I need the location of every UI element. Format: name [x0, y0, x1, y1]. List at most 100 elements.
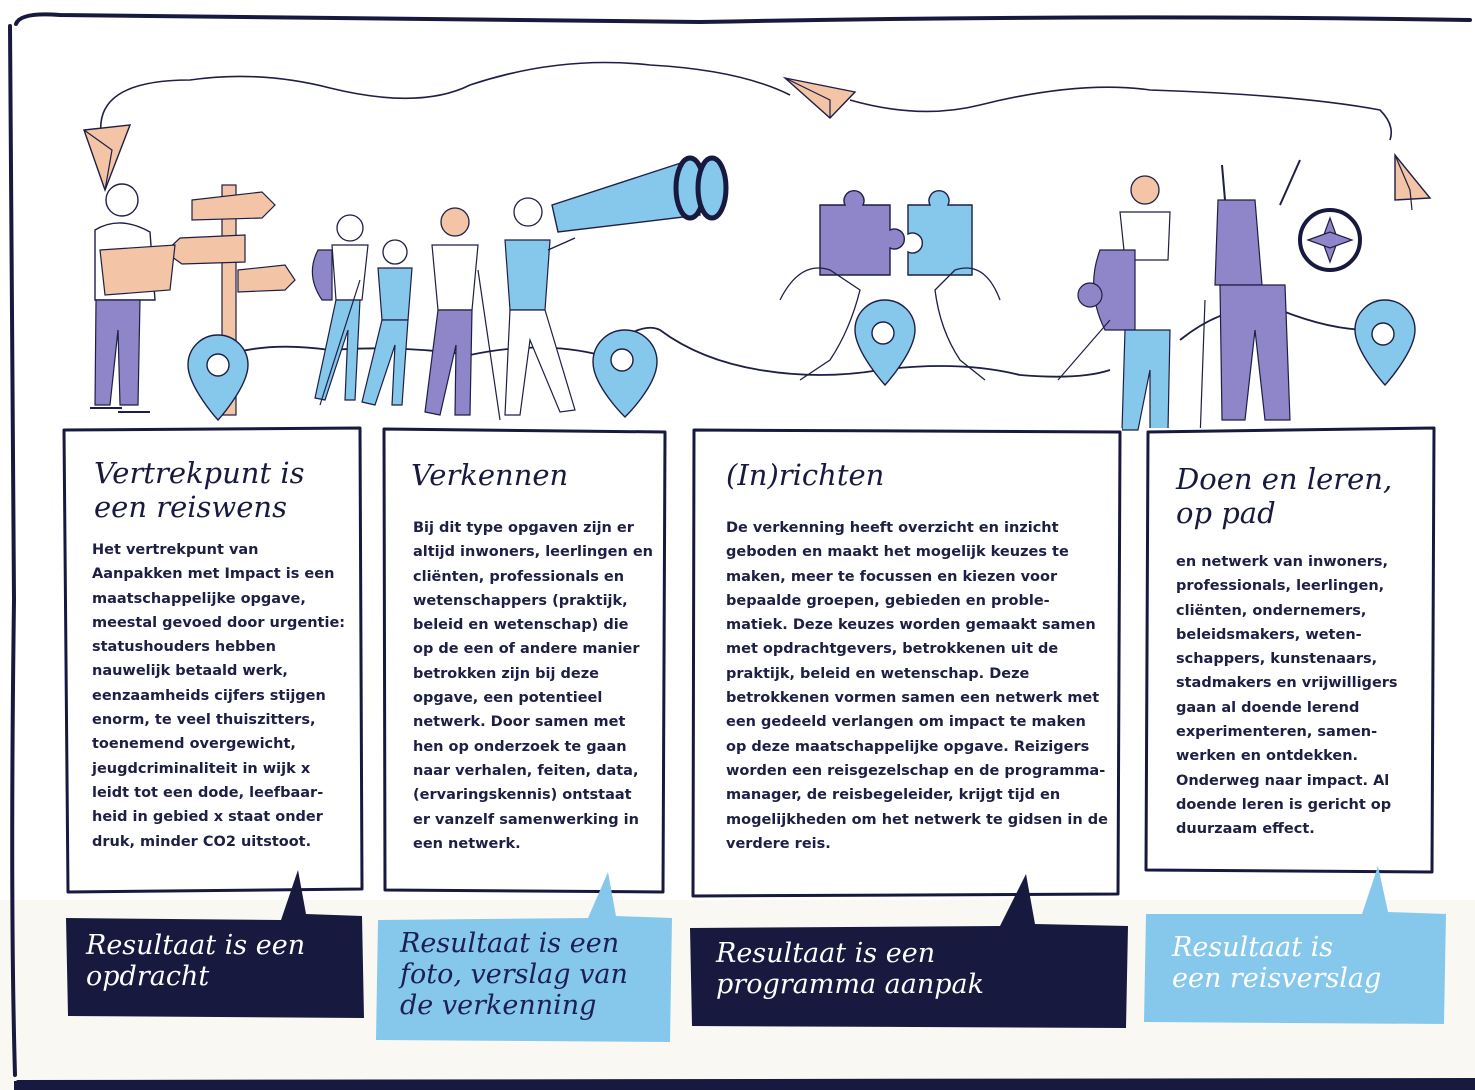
binoculars-icon: [551, 155, 729, 233]
card-body-line: heid in gebied x staat onder: [92, 809, 323, 826]
card-title-line: Vertrekpunt is: [94, 456, 305, 490]
card-title-line: Doen en leren,: [1176, 462, 1393, 496]
hiker-figure: [1077, 175, 1171, 431]
hiker-figure: [311, 214, 369, 406]
card-body: Het vertrekpunt van Aanpakken met Impact…: [92, 538, 345, 854]
step-card-vertrekpunt: Vertrekpunt is een reiswens Het vertrekp…: [62, 426, 364, 894]
card-border: [1144, 426, 1436, 874]
card-body-line: (ervaringskennis) ontstaat: [413, 787, 632, 804]
card-body-line: experimenteren, samen-: [1176, 724, 1378, 741]
result-bubble: Resultaat is een opdracht: [66, 868, 366, 1022]
card-body-line: netwerk. Door samen met: [413, 714, 626, 731]
paper-plane-icon: [782, 76, 857, 119]
card-body-line: hen op onderzoek te gaan: [413, 738, 627, 755]
result-text: Resultaat is een programma aanpak: [716, 938, 984, 1000]
card-body-line: schappers, kunstenaars,: [1176, 651, 1378, 668]
card-body-line: cliënten, ondernemers,: [1176, 602, 1367, 619]
card-body-line: Het vertrekpunt van: [92, 542, 259, 558]
result-text-line: Resultaat is: [1172, 932, 1334, 963]
card-body-line: maatschappelijke opgave,: [92, 590, 306, 607]
card-body-line: De verkenning heeft overzicht en inzicht: [726, 520, 1059, 536]
result-text: Resultaat is een foto, verslag van de ve…: [400, 928, 628, 1021]
result-bubble: Resultaat is een reisverslag: [1144, 864, 1448, 1026]
card-body-line: geboden en maakt het mogelijk keuzes te: [726, 544, 1069, 561]
bubble-shape: [1144, 866, 1446, 1024]
card-border: [62, 426, 364, 894]
card-body-line: en netwerk van inwoners,: [1176, 554, 1389, 570]
card-border: [691, 428, 1122, 898]
card-body-line: nauwelijk betaald werk,: [92, 663, 288, 680]
paper-plane-icon: [83, 124, 132, 193]
card-body-line: cliënten, professionals en: [413, 568, 625, 585]
card-title-line: op pad: [1176, 496, 1276, 530]
result-bubble: Resultaat is een programma aanpak: [690, 872, 1130, 1030]
result-text-line: Resultaat is een: [400, 928, 620, 959]
card-body-line: Bij dit type opgaven zijn er: [413, 520, 634, 536]
result-bubble: Resultaat is een foto, verslag van de ve…: [376, 868, 674, 1046]
card-body-line: verdere reis.: [726, 835, 831, 852]
bubble-shape: [66, 870, 364, 1018]
result-text: Resultaat is een reisverslag: [1172, 932, 1381, 994]
card-title-line: (In)richten: [726, 458, 885, 492]
flight-path: [849, 86, 1393, 141]
location-pin-icon: [854, 299, 916, 387]
card-body-line: eenzaamheids cijfers stijgen: [92, 687, 326, 704]
card-body-line: betrokkenen vormen samen een netwerk met: [726, 690, 1100, 707]
step-card-verkennen: Verkennen Bij dit type opgaven zijn er a…: [382, 427, 667, 894]
card-body-line: leidt tot een dode, leefbaar-: [92, 784, 324, 801]
card-body-line: wetenschappers (praktijk,: [413, 592, 628, 609]
card-body-line: meestal gevoed door urgentie:: [92, 614, 346, 631]
bubble-shape: [690, 874, 1128, 1028]
card-body-line: opgave, een potentieel: [413, 690, 603, 707]
card-title: Doen en leren, op pad: [1176, 462, 1392, 530]
card-body-line: gaan al doende lerend: [1176, 699, 1360, 716]
card-body-line: worden een reisgezelschap en de programm…: [726, 762, 1106, 779]
outer-frame: [8, 12, 1475, 1084]
card-body: De verkenning heeft overzicht en inzicht…: [726, 516, 1108, 856]
card-body-line: druk, minder CO2 uitstoot.: [92, 833, 312, 850]
card-body-line: werken en ontdekken.: [1176, 748, 1359, 765]
card-body-line: bepaalde groepen, gebieden en proble-: [726, 592, 1050, 609]
card-body: Bij dit type opgaven zijn er altijd inwo…: [413, 516, 653, 856]
card-body-line: professionals, leerlingen,: [1176, 578, 1385, 595]
compass-icon: [1298, 208, 1362, 272]
result-text-line: opdracht: [86, 961, 210, 992]
card-body-line: Onderweg naar impact. Al: [1176, 772, 1390, 789]
result-text-line: de verkenning: [400, 990, 597, 1021]
card-body-line: manager, de reisbegeleider, krijgt tijd …: [726, 787, 1061, 804]
card-body: en netwerk van inwoners, professionals, …: [1176, 550, 1398, 842]
hiker-figure: [504, 197, 576, 416]
card-body-line: beleid en wetenschap) die: [413, 617, 629, 634]
card-title-line: een reiswens: [94, 490, 287, 524]
card-body-line: op de een of andere manier: [413, 641, 640, 658]
card-body-line: een gedeeld verlangen om impact te maken: [726, 714, 1086, 731]
card-body-line: toenemend overgewicht,: [92, 736, 296, 753]
card-title: Vertrekpunt is een reiswens: [94, 456, 305, 524]
result-text: Resultaat is een opdracht: [86, 930, 305, 992]
step-card-inrichten: (In)richten De verkenning heeft overzich…: [691, 428, 1122, 898]
card-body-line: doende leren is gericht op: [1176, 796, 1392, 813]
hiker-figure: [424, 207, 501, 421]
card-body-line: betrokken zijn bij deze: [413, 665, 599, 682]
result-text-line: foto, verslag van: [400, 959, 628, 990]
result-text-line: programma aanpak: [716, 969, 984, 1000]
hiker-figure: [1199, 159, 1301, 441]
result-text-line: Resultaat is een: [716, 938, 936, 969]
card-body-line: enorm, te veel thuiszitters,: [92, 712, 316, 729]
bubble-shape: [376, 872, 672, 1042]
card-body-line: maken, meer te focussen en kiezen voor: [726, 568, 1058, 585]
card-body-line: naar verhalen, feiten, data,: [413, 762, 639, 779]
card-body-line: er vanzelf samenwerking in: [413, 811, 639, 828]
hiker-figure: [90, 183, 176, 413]
location-pin-icon: [592, 329, 658, 418]
hiker-figure: [361, 239, 413, 406]
card-body-line: praktijk, beleid en wetenschap. Deze: [726, 665, 1030, 682]
card-border: [382, 427, 667, 894]
card-title: (In)richten: [726, 458, 884, 492]
flight-path: [99, 61, 791, 141]
card-body-line: beleidsmakers, weten-: [1176, 626, 1362, 643]
card-body-line: mogelijkheden om het netwerk te gidsen i…: [726, 811, 1108, 828]
card-title-line: Verkennen: [411, 458, 569, 492]
card-body-line: met opdrachtgevers, betrokkenen uit de: [726, 641, 1059, 658]
card-body-line: een netwerk.: [413, 835, 521, 852]
